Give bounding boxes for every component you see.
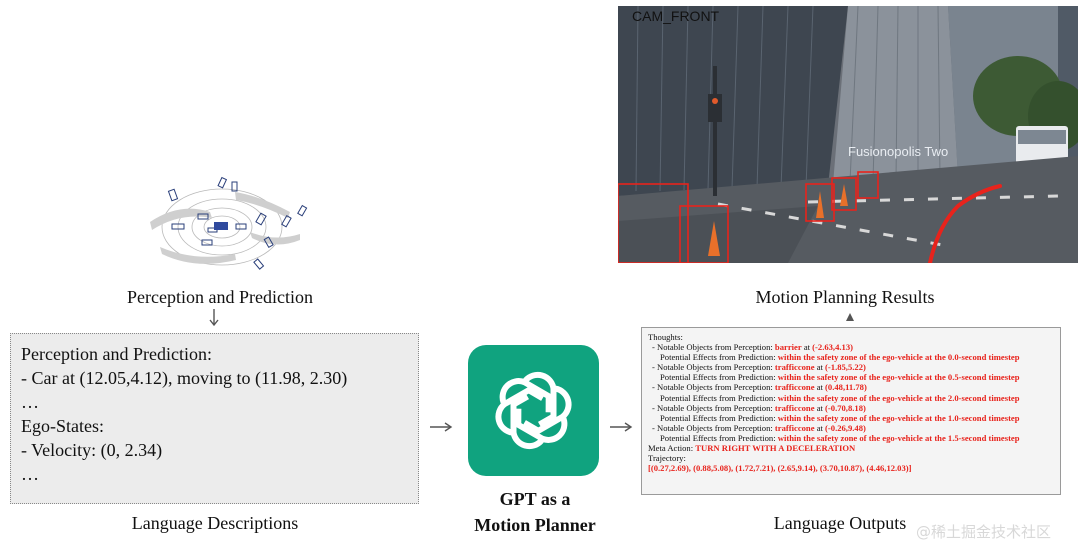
building-sign-text: Fusionopolis Two xyxy=(848,144,949,159)
language-output-box: Thoughts: - Notable Objects from Percept… xyxy=(641,327,1061,495)
object-name: trafficcone xyxy=(774,362,815,373)
meta-value: TURN RIGHT WITH A DECELERATION xyxy=(695,443,856,454)
effect-prefix: Potential Effects from Prediction: xyxy=(660,392,776,403)
meta-action-line: Meta Action: TURN RIGHT WITH A DECELERAT… xyxy=(648,443,1054,453)
object-coords: (-0.70,8.18) xyxy=(825,402,866,413)
lidar-bev-image xyxy=(150,176,308,270)
notable-prefix: - Notable Objects from Perception: xyxy=(652,402,773,413)
effect-line: Potential Effects from Prediction: withi… xyxy=(648,352,1054,362)
object-name: trafficcone xyxy=(774,382,815,393)
notable-line: - Notable Objects from Perception: traff… xyxy=(648,403,1054,413)
desc-line: Perception and Prediction: xyxy=(21,344,212,364)
object-name: barrier xyxy=(774,342,802,353)
object-name: trafficcone xyxy=(774,402,815,413)
effect-text: within the safety zone of the ego-vehicl… xyxy=(777,432,1020,443)
camera-label: CAM_FRONT xyxy=(632,8,720,24)
desc-line: … xyxy=(21,464,39,484)
at-word: at xyxy=(803,342,811,353)
trajectory-label: Trajectory: xyxy=(648,453,686,464)
language-outputs-caption: Language Outputs xyxy=(773,513,907,533)
effect-text: within the safety zone of the ego-vehicl… xyxy=(777,412,1020,423)
language-descriptions-caption: Language Descriptions xyxy=(131,513,299,533)
planner-title-line2: Motion Planner xyxy=(474,515,596,535)
object-name: trafficcone xyxy=(774,422,815,433)
arrow-right-icon xyxy=(430,420,454,438)
notable-line: - Notable Objects from Perception: traff… xyxy=(648,362,1054,372)
arrow-up-icon xyxy=(845,309,855,327)
effect-line: Potential Effects from Prediction: withi… xyxy=(648,393,1054,403)
notable-prefix: - Notable Objects from Perception: xyxy=(652,342,773,353)
effect-prefix: Potential Effects from Prediction: xyxy=(660,412,776,423)
trajectory-value: [(0.27,2.69), (0.88,5.08), (1.72,7.21), … xyxy=(648,463,912,474)
object-coords: (-2.63,4.13) xyxy=(812,342,853,353)
notable-prefix: - Notable Objects from Perception: xyxy=(652,362,773,373)
at-word: at xyxy=(816,422,823,433)
notable-line: - Notable Objects from Perception: traff… xyxy=(648,423,1054,433)
desc-line: - Velocity: (0, 2.34) xyxy=(21,440,163,460)
notable-prefix: - Notable Objects from Perception: xyxy=(652,382,773,393)
effect-prefix: Potential Effects from Prediction: xyxy=(660,372,776,383)
at-word: at xyxy=(816,382,823,393)
planner-title: GPT as a Motion Planner xyxy=(440,486,630,538)
thoughts-label: Thoughts: xyxy=(648,332,683,342)
motion-planning-results-caption: Motion Planning Results xyxy=(755,287,935,307)
watermark: @稀土掘金技术社区 xyxy=(916,523,1052,541)
effect-prefix: Potential Effects from Prediction: xyxy=(660,432,776,443)
effect-text: within the safety zone of the ego-vehicl… xyxy=(777,372,1020,383)
desc-line: … xyxy=(21,392,39,412)
object-coords: (-0.26,9.48) xyxy=(825,422,866,433)
front-camera-image xyxy=(618,6,1078,263)
planner-title-line1: GPT as a xyxy=(499,489,571,509)
desc-line: - Car at (12.05,4.12), moving to (11.98,… xyxy=(21,368,348,388)
effect-line: Potential Effects from Prediction: withi… xyxy=(648,413,1054,423)
perception-caption: Perception and Prediction xyxy=(127,287,313,307)
at-word: at xyxy=(816,362,823,373)
arrow-right-icon xyxy=(610,420,634,438)
object-coords: (-1.85,5.22) xyxy=(825,362,866,373)
effect-prefix: Potential Effects from Prediction: xyxy=(660,352,776,363)
object-coords: (0.48,11.78) xyxy=(825,382,867,393)
desc-line: Ego-States: xyxy=(21,416,104,436)
language-description-box: Perception and Prediction: - Car at (12.… xyxy=(10,333,419,504)
notable-prefix: - Notable Objects from Perception: xyxy=(652,422,773,433)
effect-text: within the safety zone of the ego-vehicl… xyxy=(777,352,1020,363)
notable-line: - Notable Objects from Perception: barri… xyxy=(648,342,1054,352)
effect-text: within the safety zone of the ego-vehicl… xyxy=(777,392,1020,403)
at-word: at xyxy=(816,402,823,413)
openai-logo-icon xyxy=(468,345,599,476)
arrow-down-icon xyxy=(208,309,220,332)
effect-line: Potential Effects from Prediction: withi… xyxy=(648,372,1054,382)
meta-label: Meta Action: xyxy=(648,443,694,454)
effect-line: Potential Effects from Prediction: withi… xyxy=(648,433,1054,443)
notable-line: - Notable Objects from Perception: traff… xyxy=(648,382,1054,392)
